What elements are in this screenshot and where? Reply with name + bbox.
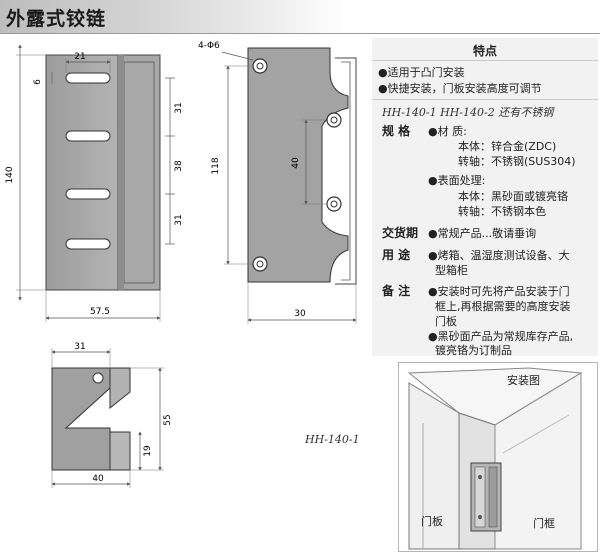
usage-line-1: ●烤箱、温湿度测试设备、大 xyxy=(428,249,570,262)
front-view: 21 140 6 31 38 31 57.5 xyxy=(5,44,184,322)
front-spacing-1: 31 xyxy=(174,102,184,113)
note-line-5: 镀亮铬为订制品 xyxy=(435,344,512,357)
installation-drawing xyxy=(407,367,583,550)
title-divider xyxy=(0,33,600,34)
front-top-label: 6 xyxy=(33,79,43,85)
note-line-2: 框上,再根据需要的高度安装 xyxy=(435,300,571,313)
bottom-notch-label: 19 xyxy=(143,445,153,457)
page-title: 外露式铰链 xyxy=(6,8,107,30)
spec-label: 规 格 xyxy=(382,124,411,138)
side-view: 4-Φ6 118 40 30 xyxy=(198,41,357,324)
usage-label: 用 途 xyxy=(382,248,411,262)
model-line: HH-140-1 HH-140-2 还有不锈钢 xyxy=(382,106,554,119)
drawing-caption: HH-140-1 xyxy=(305,433,360,446)
material-shaft: 转轴：不锈钢(SUS304) xyxy=(458,155,576,168)
delivery-label: 交货期 xyxy=(382,226,419,240)
installation-title: 安装图 xyxy=(507,374,540,387)
note-line-4: ●黑砂面产品为常规库存产品, xyxy=(428,330,574,343)
side-holes-label: 4-Φ6 xyxy=(198,41,220,51)
delivery-text: ●常规产品...敬请垂询 xyxy=(428,227,537,240)
bottom-view: 31 55 19 40 xyxy=(51,342,173,488)
material-body: 本体：锌合金(ZDC) xyxy=(458,140,557,153)
bottom-height-label: 55 xyxy=(163,414,173,425)
material-label: ●材 质: xyxy=(428,125,467,138)
front-height-label: 140 xyxy=(5,166,15,183)
bottom-top-label: 31 xyxy=(74,342,85,352)
note-label: 备 注 xyxy=(382,284,411,298)
feature-bullet-1: ●适用于凸门安装 xyxy=(378,66,465,79)
note-line-1: ●安装时可先将产品安装于门 xyxy=(428,285,570,298)
front-spacing-2: 38 xyxy=(174,160,184,172)
features-divider xyxy=(372,60,598,61)
feature-bullet-2: ●快捷安装，门板安装高度可调节 xyxy=(378,82,542,95)
installation-figure: 安装图 门板 门框 xyxy=(398,362,598,552)
side-base-label: 30 xyxy=(294,309,306,319)
surface-label: ●表面处理: xyxy=(428,174,486,187)
door-frame-label: 门框 xyxy=(533,517,555,530)
title-bar: 外露式铰链 xyxy=(0,0,350,34)
side-hole-spacing-label: 40 xyxy=(291,157,301,169)
surface-shaft: 转轴：不锈钢本色 xyxy=(458,205,546,218)
features-title: 特点 xyxy=(472,44,497,58)
front-spacing-3: 31 xyxy=(174,214,184,225)
front-base-label: 57.5 xyxy=(90,307,110,317)
door-panel-label: 门板 xyxy=(421,515,443,528)
features-panel: 特点 ●适用于凸门安装 ●快捷安装，门板安装高度可调节 HH-140-1 HH-… xyxy=(372,38,598,357)
surface-body: 本体：黑砂面或镀亮铬 xyxy=(458,190,568,203)
side-height-label: 118 xyxy=(211,157,221,174)
note-line-3: 门板 xyxy=(435,315,457,328)
bottom-base-label: 40 xyxy=(92,474,104,484)
usage-line-2: 型箱柜 xyxy=(435,264,468,277)
features-divider-2 xyxy=(372,99,598,100)
front-width-label: 21 xyxy=(74,52,85,62)
